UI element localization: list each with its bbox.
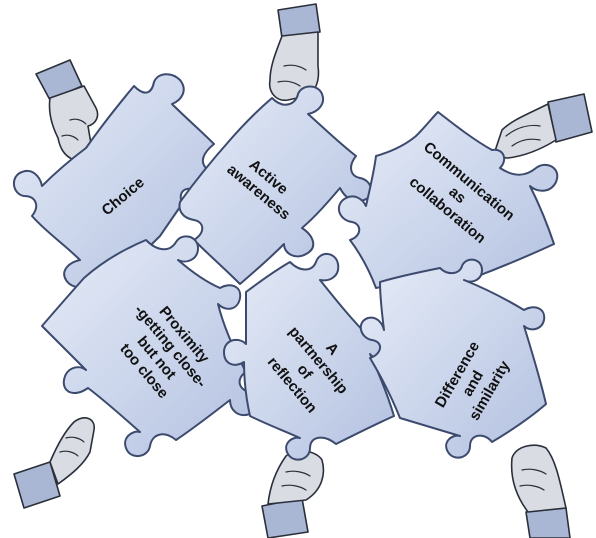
hand-right-icon: [494, 93, 593, 159]
puzzle-piece-partnership: [223, 253, 395, 461]
hand-bottom-right-icon: [510, 444, 571, 538]
puzzle-piece-active-awareness: [178, 85, 373, 285]
hand-top-left-icon: [35, 59, 99, 162]
puzzle-piece-difference: [359, 258, 547, 459]
hand-bottom-left-icon: [13, 417, 95, 509]
hand-bottom-center-icon: [261, 450, 325, 538]
hand-top-center-icon: [268, 3, 321, 102]
